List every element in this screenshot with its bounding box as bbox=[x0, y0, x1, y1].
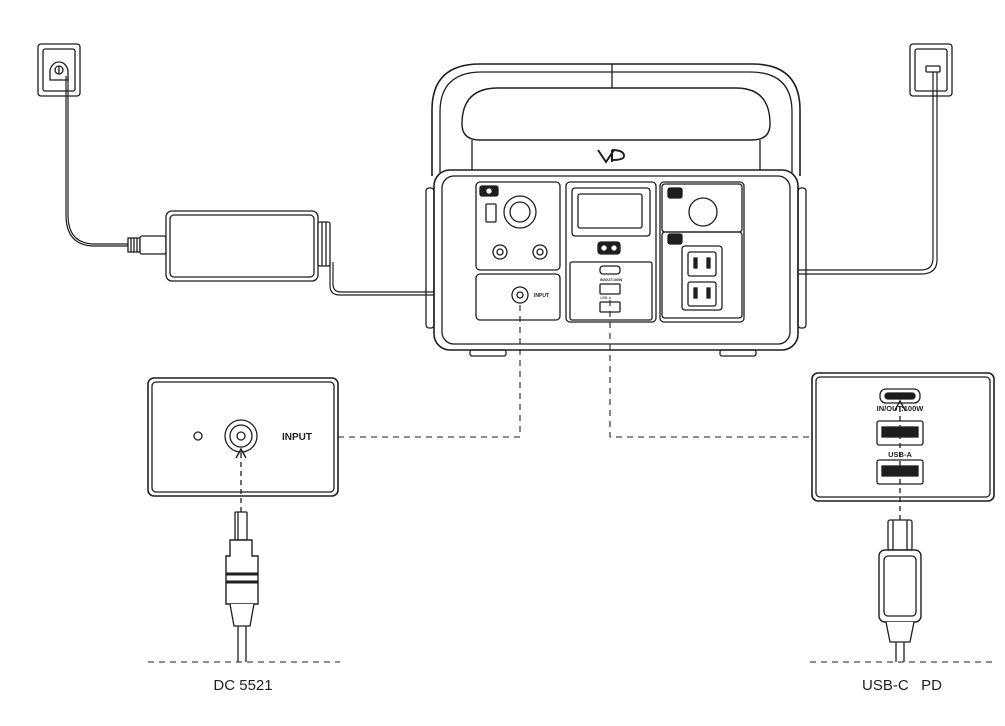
power-station: INPUT IN/OUT:100W USB-A bbox=[425, 63, 807, 357]
wall-outlet-icon bbox=[37, 43, 81, 97]
dc-cable bbox=[329, 262, 520, 296]
usbc-plug bbox=[878, 519, 922, 662]
zoom-input-panel: INPUT bbox=[147, 377, 339, 497]
usbc-insert-arrow bbox=[894, 399, 906, 520]
dc-plug bbox=[225, 511, 259, 662]
zoom-input-label: INPUT bbox=[282, 432, 312, 443]
zoom-usb-panel: IN/OUT:100W USB-A bbox=[811, 372, 995, 502]
ac-cord bbox=[65, 76, 130, 247]
callout-lines bbox=[337, 300, 812, 438]
logo-icon bbox=[597, 149, 626, 164]
dc-insert-arrow bbox=[235, 447, 247, 512]
usbc-cable-label: USB-C PD bbox=[862, 677, 942, 694]
station-usbc-label: IN/OUT:100W bbox=[600, 278, 623, 282]
station-input-label: INPUT bbox=[534, 293, 549, 299]
ac-adapter bbox=[127, 210, 331, 282]
usb-wall-charger-icon bbox=[909, 43, 953, 97]
dc-cable-label: DC 5521 bbox=[213, 677, 272, 694]
usbc-cable bbox=[610, 72, 934, 271]
station-usba-label: USB-A bbox=[600, 296, 612, 300]
